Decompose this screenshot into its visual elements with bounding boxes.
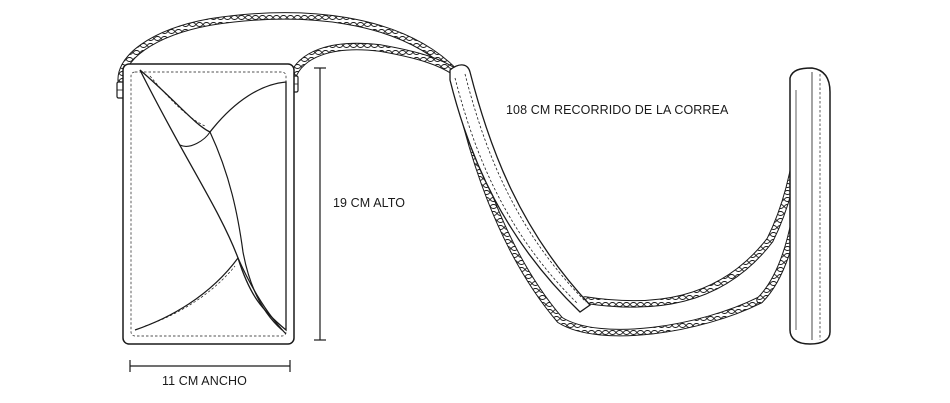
strap-length-label: 108 CM RECORRIDO DE LA CORREA <box>506 103 729 117</box>
shoulder-pad <box>449 64 591 313</box>
bag-front-view <box>116 63 299 345</box>
height-dimension-line <box>314 67 326 341</box>
bag-side-view <box>789 67 831 345</box>
width-label: 11 CM ANCHO <box>162 374 247 388</box>
bag-body <box>122 63 295 345</box>
width-dimension-line <box>129 360 291 372</box>
flap-shape <box>139 69 287 332</box>
height-label: 19 CM ALTO <box>333 196 406 210</box>
chain-segment-outer <box>581 91 806 308</box>
